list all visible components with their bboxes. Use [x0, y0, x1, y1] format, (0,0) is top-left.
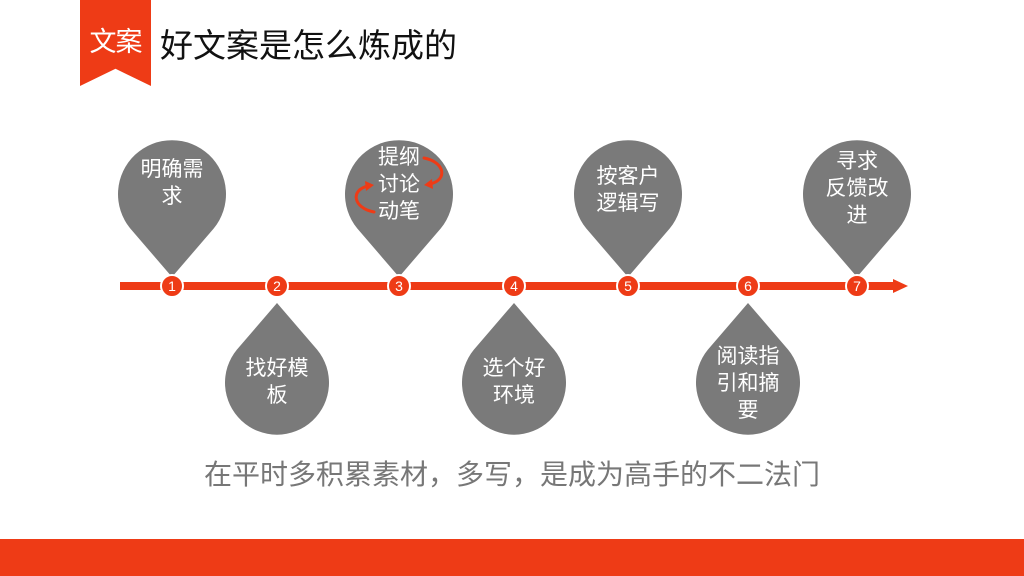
step-node-6	[736, 274, 760, 298]
pin-1-marker	[118, 140, 227, 277]
decorative-curve-icon	[422, 156, 444, 186]
step-node-1	[160, 274, 184, 298]
pin-5-marker	[574, 140, 682, 277]
pin-7-marker	[803, 140, 911, 277]
timeline-arrowhead	[893, 279, 908, 293]
step-number-4: 4	[510, 278, 518, 294]
pin-2-marker	[225, 303, 329, 435]
step-number-7: 7	[853, 278, 861, 294]
step-node-2	[265, 274, 289, 298]
page-title: 好文案是怎么炼成的	[160, 26, 457, 65]
pin-3-label: 提纲 讨论 动笔	[378, 145, 420, 223]
pin-4-label: 选个好 环境	[482, 356, 546, 407]
pin-5-label: 按客户 逻辑写	[596, 164, 660, 215]
pin-3-marker	[345, 140, 454, 277]
decorative-curve-arrowhead-icon	[424, 179, 433, 189]
footer-bar	[0, 539, 1024, 576]
step-node-7	[845, 274, 869, 298]
step-node-5	[616, 274, 640, 298]
step-number-1: 1	[168, 278, 176, 294]
step-node-3	[387, 274, 411, 298]
step-number-6: 6	[744, 278, 752, 294]
step-number-3: 3	[395, 278, 403, 294]
decorative-curve-arrowhead-icon	[365, 181, 374, 191]
decorative-curve-icon	[354, 184, 376, 214]
pin-4-marker	[461, 303, 566, 435]
section-tag-label: 文案	[89, 27, 143, 58]
slide-subtitle: 在平时多积累素材，多写，是成为高手的不二法门	[203, 458, 820, 491]
pin-6-marker	[696, 303, 800, 435]
pin-6-label: 阅读指 引和摘 要	[716, 344, 780, 422]
step-number-5: 5	[624, 278, 632, 294]
pin-2-label: 找好模 板	[245, 356, 309, 407]
step-node-4	[502, 274, 526, 298]
step-number-2: 2	[273, 278, 281, 294]
pin-1-label: 明确需 求	[140, 157, 204, 208]
pin-7-label: 寻求 反馈改 进	[825, 149, 889, 227]
